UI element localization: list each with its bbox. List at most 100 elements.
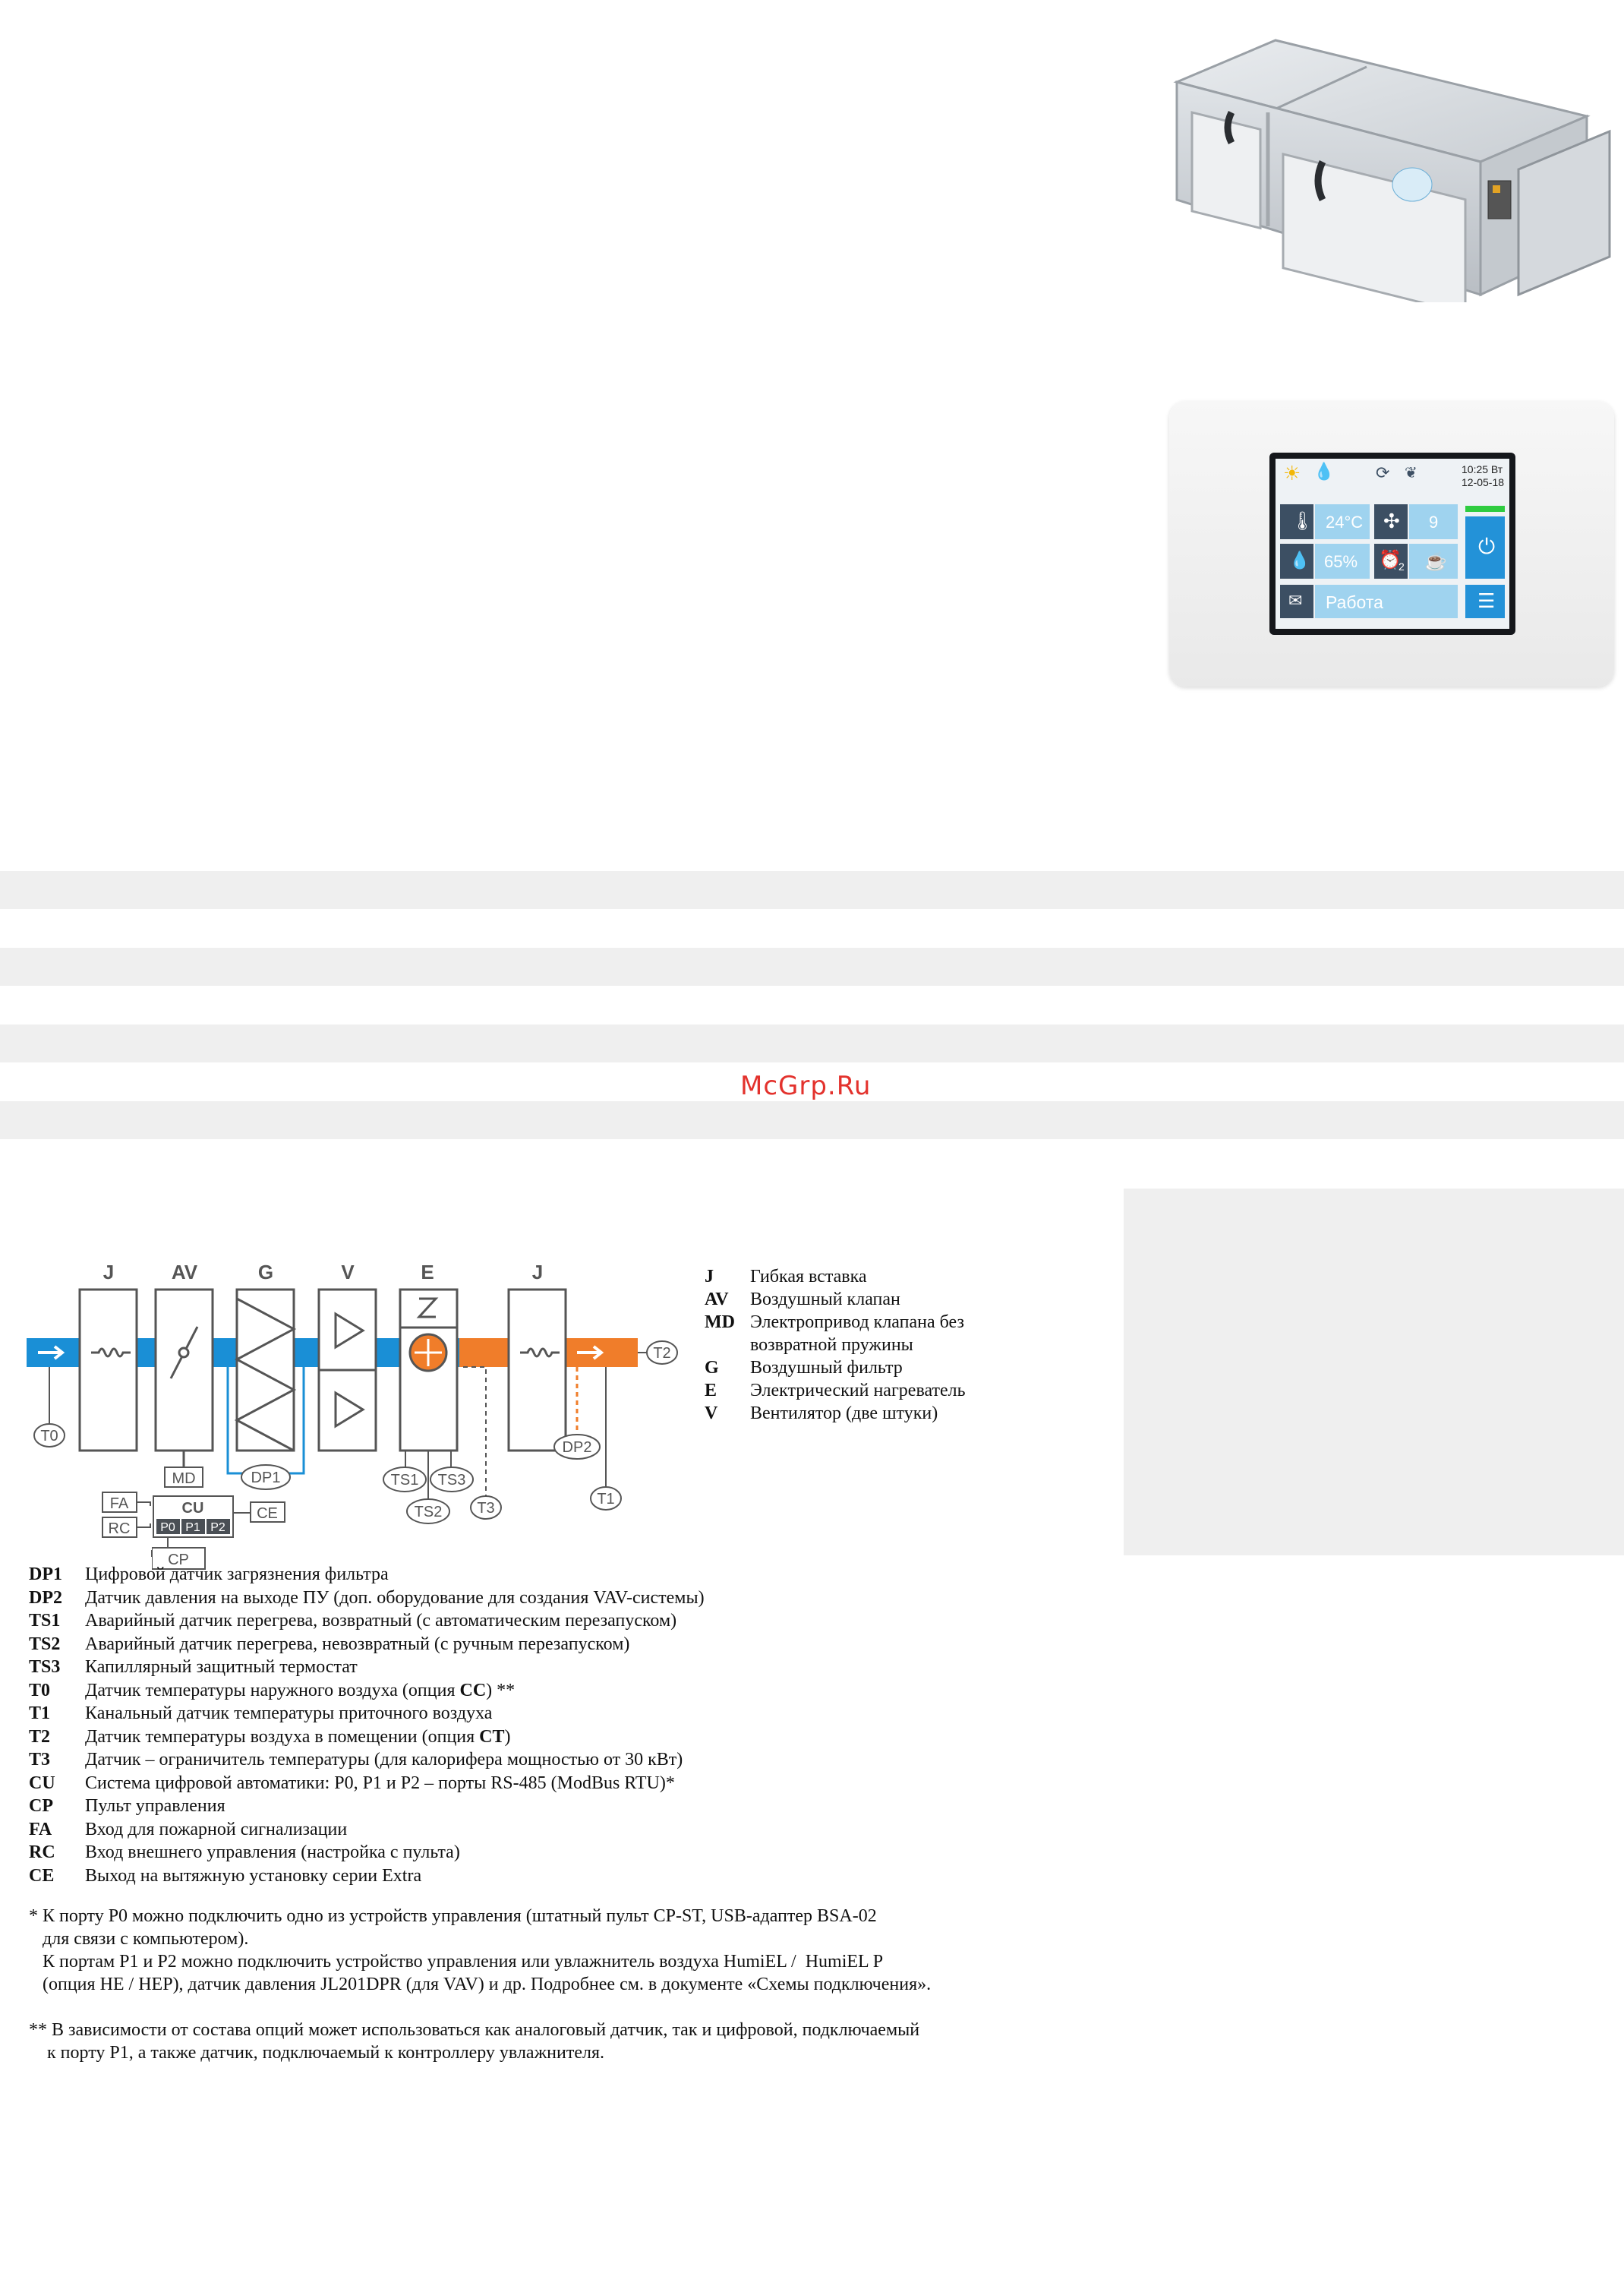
ts1-sensor xyxy=(383,1467,427,1492)
footnote-1-line-1: * К порту P0 можно подключить одно из ус… xyxy=(29,1906,877,1926)
header-j2: J xyxy=(532,1261,543,1283)
fan-speed-value: 9 xyxy=(1429,513,1439,532)
dp1-sensor xyxy=(241,1464,291,1490)
fa-box xyxy=(102,1492,137,1513)
cp-box-lower: CP xyxy=(152,1547,206,1570)
refresh-icon: ⟳ xyxy=(1376,463,1390,482)
dp2-label: DP2 xyxy=(563,1439,592,1456)
ts1-label: TS1 xyxy=(391,1472,419,1489)
table-band xyxy=(0,1101,1624,1139)
t1-sensor xyxy=(590,1486,622,1511)
dp2-sensor xyxy=(553,1434,601,1460)
fan-tile[interactable]: ✣ xyxy=(1374,504,1408,539)
controller-date: 12-05-18 xyxy=(1462,476,1505,488)
product-unit-image xyxy=(1173,39,1611,302)
humidity-value: 65% xyxy=(1324,552,1358,571)
footnote-1-line-2: для связи с компьютером). xyxy=(29,1929,249,1949)
rc-box xyxy=(102,1517,137,1538)
air-damper-box xyxy=(154,1288,214,1452)
arrow-out-icon xyxy=(577,1345,604,1360)
t2-sensor xyxy=(646,1340,678,1365)
temperature-value: 24°C xyxy=(1326,513,1364,532)
menu-button[interactable]: ☰ xyxy=(1465,585,1505,618)
drops-tile[interactable]: 💧 xyxy=(1280,544,1313,579)
cp-label: CP xyxy=(168,1552,189,1568)
t0-sensor xyxy=(33,1423,65,1448)
watermark: McGrp.Ru xyxy=(740,1071,872,1101)
t3-sensor xyxy=(470,1495,502,1520)
ts3-sensor xyxy=(430,1467,474,1492)
status-tile[interactable]: Работа xyxy=(1315,585,1458,618)
fa-label: FA xyxy=(110,1495,129,1512)
p2-label: P2 xyxy=(210,1521,225,1534)
flex-insert-box xyxy=(78,1288,138,1452)
dp1-label: DP1 xyxy=(251,1470,281,1486)
temperature-tile[interactable]: 24°C xyxy=(1315,504,1370,539)
fan-speed-tile[interactable]: 9 xyxy=(1409,504,1458,539)
leaf-icon: ❦ xyxy=(1405,465,1417,481)
humidity-icon: 💧 xyxy=(1313,462,1335,481)
coffee-tile[interactable]: ☕ xyxy=(1409,544,1458,579)
schematic-diagram: J AV G V E J MD DP1 TS1 TS3 TS2 T3 DP2 xyxy=(27,1261,678,1557)
power-button[interactable]: ⏻ xyxy=(1465,516,1505,579)
filter-box xyxy=(235,1288,295,1452)
mail-icon: ✉ xyxy=(1288,591,1303,610)
coffee-icon: ☕ xyxy=(1424,551,1447,572)
alarm-tile[interactable]: ⏰2 xyxy=(1374,544,1408,579)
status-text: Работа xyxy=(1326,592,1383,612)
port-p1 xyxy=(181,1519,205,1534)
table-band xyxy=(0,1024,1624,1062)
thermometer-tile[interactable]: 🌡 xyxy=(1280,504,1313,539)
humidity-tile[interactable]: 65% xyxy=(1315,544,1370,579)
cu-label: CU xyxy=(182,1500,204,1517)
header-v: V xyxy=(341,1261,355,1283)
header-g: G xyxy=(258,1261,273,1283)
rc-label: RC xyxy=(109,1520,131,1537)
ce-label: CE xyxy=(257,1505,278,1522)
timer-sub: 2 xyxy=(1399,560,1405,573)
table-band xyxy=(0,871,1624,909)
thermometer-icon: 🌡 xyxy=(1291,511,1314,532)
footnote-2-line-2: к порту P1, а также датчик, подключаемый… xyxy=(29,2043,604,2063)
t1-label: T1 xyxy=(597,1491,614,1508)
ts2-sensor xyxy=(406,1498,450,1524)
table-band xyxy=(0,948,1624,986)
footnote-1-line-4: (опция HE / HEP), датчик давления JL201D… xyxy=(29,1975,932,1994)
p1-label: P1 xyxy=(185,1521,200,1534)
ts3-label: TS3 xyxy=(438,1472,466,1489)
p0-label: P0 xyxy=(160,1521,175,1534)
ts2-label: TS2 xyxy=(415,1504,443,1520)
controller-time: 10:25 Вт xyxy=(1462,463,1503,475)
drops-icon: 💧 xyxy=(1289,551,1310,570)
port-p2 xyxy=(207,1519,230,1534)
t2-label: T2 xyxy=(653,1345,670,1362)
md-box xyxy=(164,1467,203,1488)
arrow-in-icon xyxy=(38,1345,65,1360)
footnote-2-line-1: ** В зависимости от состава опций может … xyxy=(29,2020,920,2040)
fan-icon: ✣ xyxy=(1383,510,1400,532)
alarm-clock-icon: ⏰ xyxy=(1379,550,1402,570)
status-green-bar xyxy=(1465,506,1505,512)
mail-tile[interactable]: ✉ xyxy=(1280,585,1313,618)
header-av: AV xyxy=(172,1261,198,1283)
power-icon: ⏻ xyxy=(1478,535,1496,558)
